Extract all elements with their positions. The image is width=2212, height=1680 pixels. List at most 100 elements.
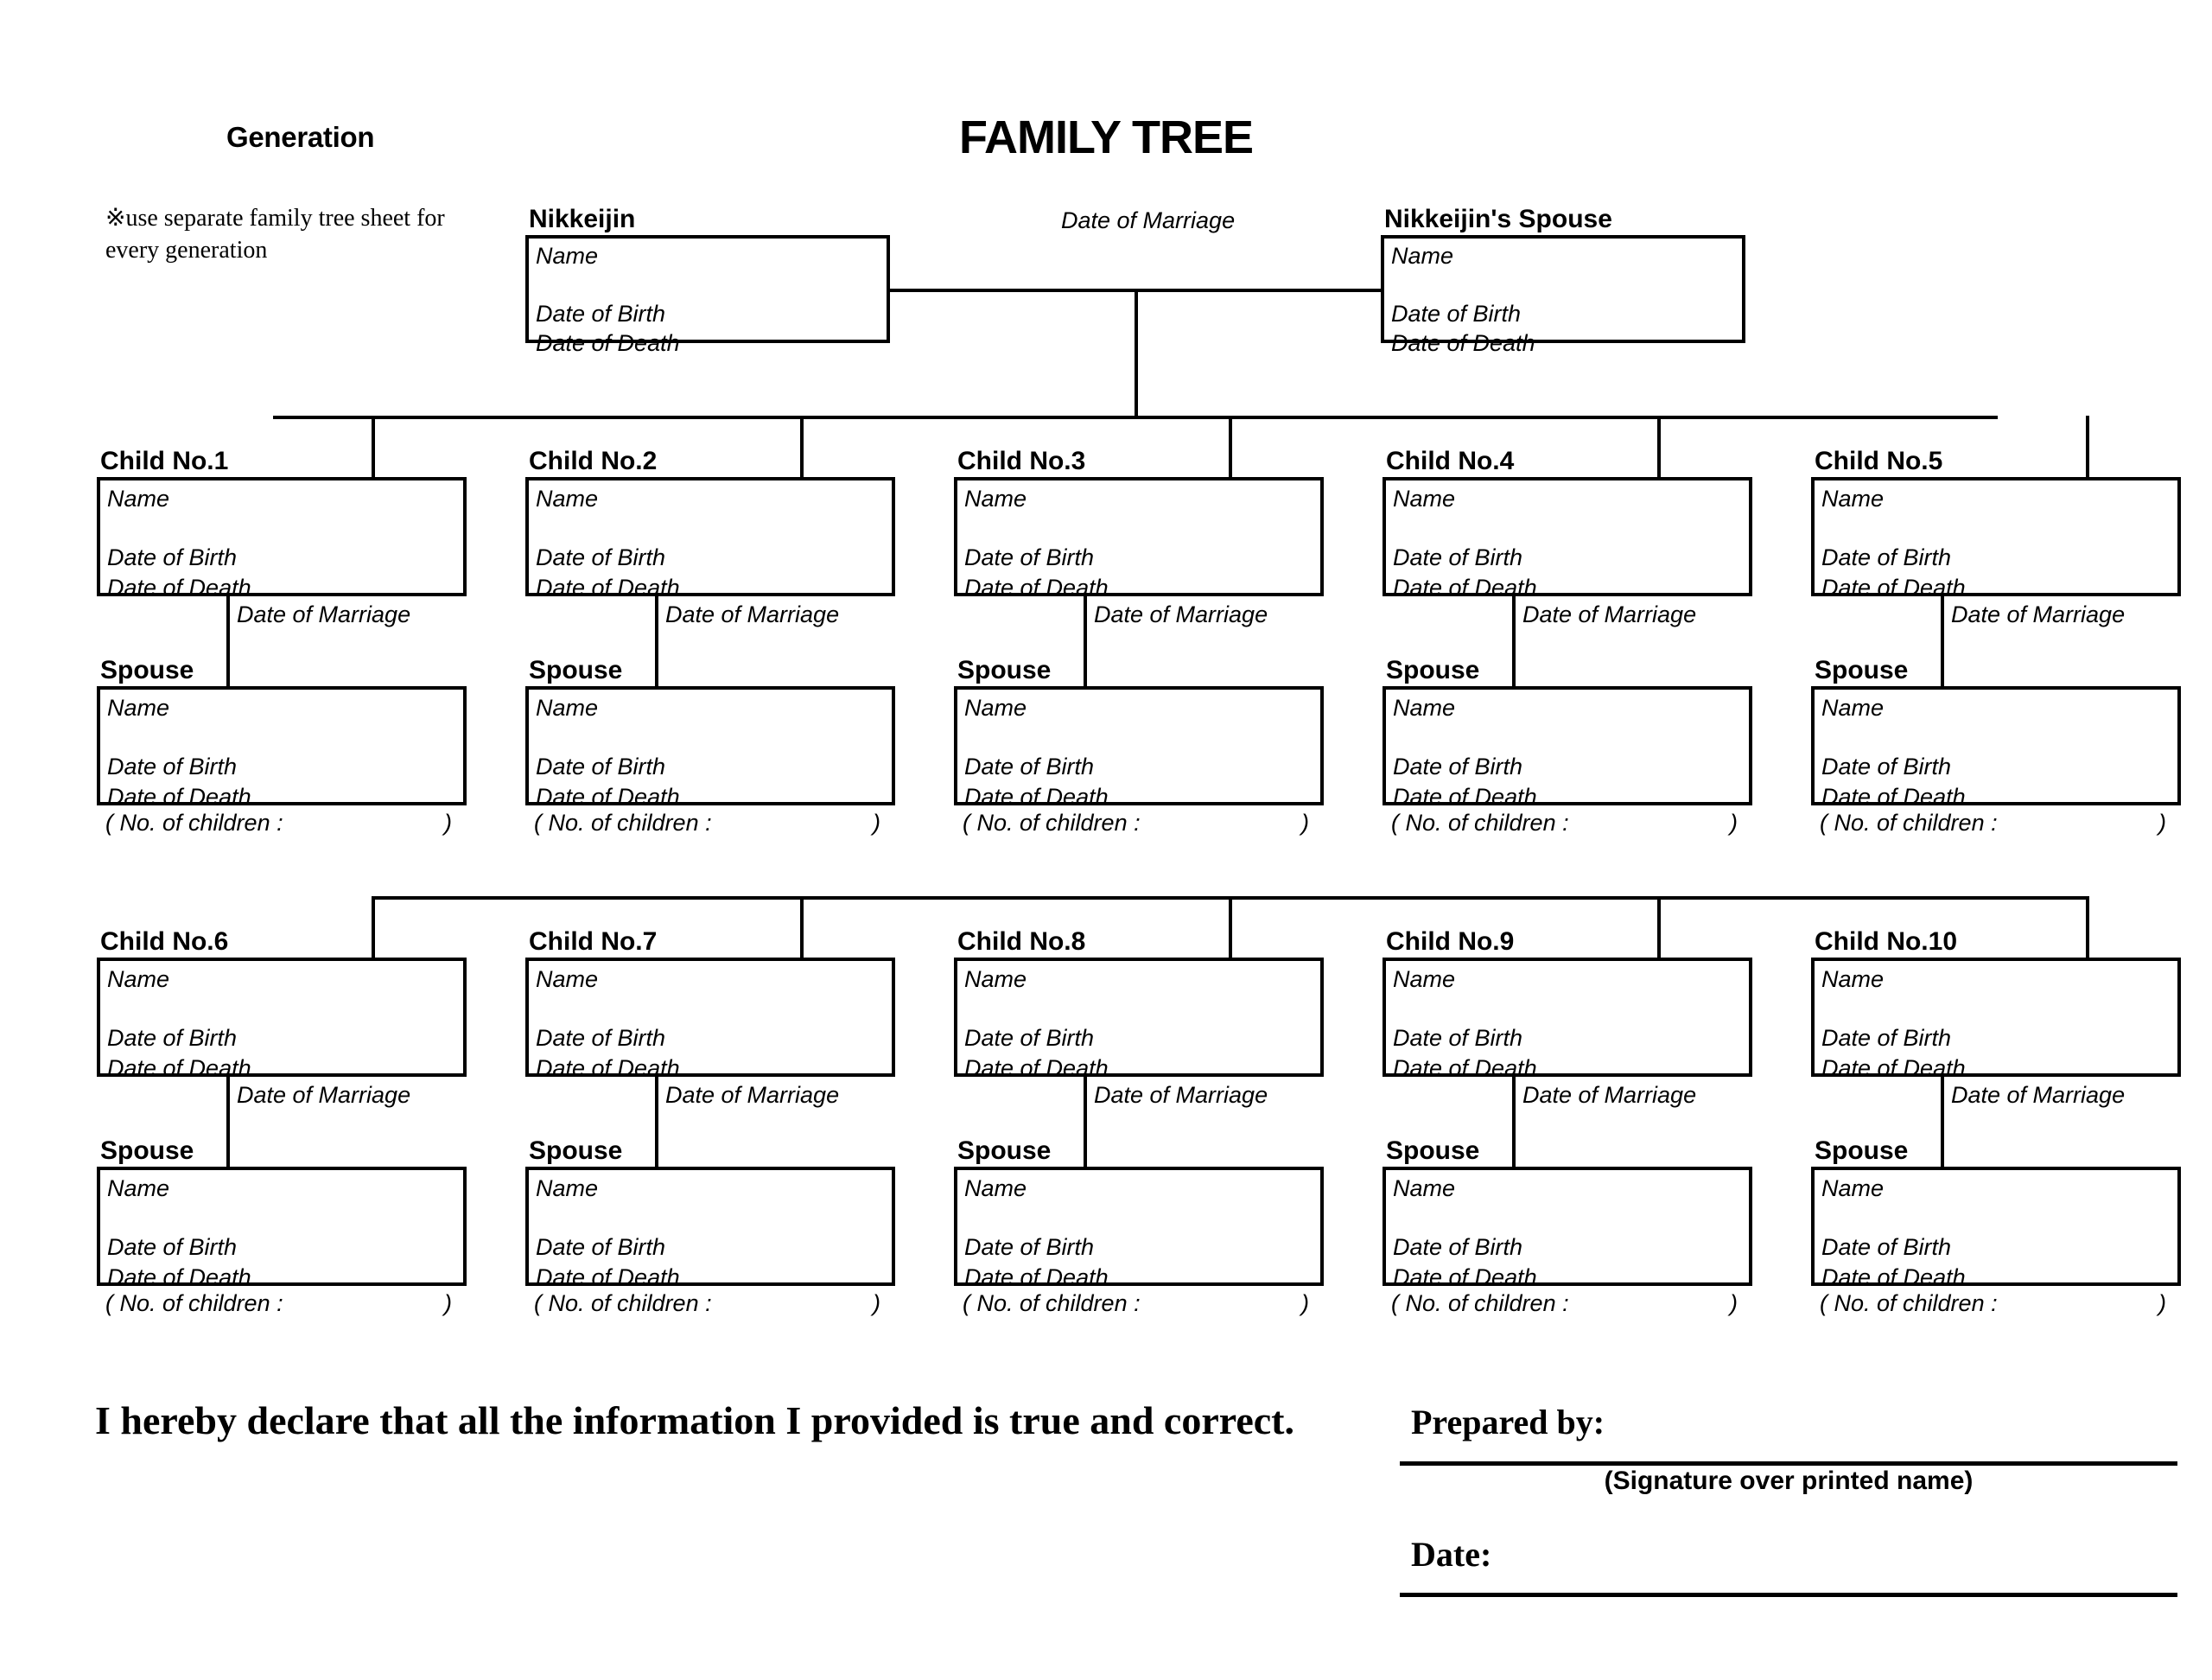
nikkeijin-spouse-dod-field[interactable]: Date of Death <box>1391 330 1535 356</box>
spouse-dod-field-2[interactable]: Date of Death <box>536 784 680 810</box>
spouse-name-field-4[interactable]: Name <box>1393 695 1456 721</box>
child-name-field-7[interactable]: Name <box>536 966 599 992</box>
child-name-field-10[interactable]: Name <box>1821 966 1885 992</box>
spouse-dod-field-7[interactable]: Date of Death <box>536 1264 680 1290</box>
nikkeijin-dob-field[interactable]: Date of Birth <box>536 301 666 327</box>
no-of-children-label-7: ( No. of children : <box>534 1290 712 1316</box>
no-of-children-close-paren-4: ) <box>1730 810 1738 836</box>
signature-line[interactable] <box>1400 1461 2177 1466</box>
child-name-field-6[interactable]: Name <box>107 966 170 992</box>
nikkeijin-spouse-name-field[interactable]: Name <box>1391 243 1454 269</box>
spouse-name-field-3[interactable]: Name <box>964 695 1027 721</box>
no-of-children-label-6: ( No. of children : <box>105 1290 283 1316</box>
spouse-dob-field-9[interactable]: Date of Birth <box>1393 1234 1523 1260</box>
child-name-field-9[interactable]: Name <box>1393 966 1456 992</box>
child-drop-line-1 <box>372 416 375 479</box>
child-dob-field-3[interactable]: Date of Birth <box>964 544 1095 570</box>
spouse-name-field-6[interactable]: Name <box>107 1175 170 1201</box>
spouse-name-field-10[interactable]: Name <box>1821 1175 1885 1201</box>
spouse-dod-field-3[interactable]: Date of Death <box>964 784 1109 810</box>
spouse-name-field-5[interactable]: Name <box>1821 695 1885 721</box>
spouse-name-field-7[interactable]: Name <box>536 1175 599 1201</box>
spouse-dod-field-9[interactable]: Date of Death <box>1393 1264 1537 1290</box>
nikkeijin-spouse-box[interactable]: Name Date of Birth Date of Death <box>1381 235 1745 356</box>
spouse-dob-field-2[interactable]: Date of Birth <box>536 754 666 780</box>
nikkeijin-spouse-dob-field[interactable]: Date of Birth <box>1391 301 1522 327</box>
child-dob-field-5[interactable]: Date of Birth <box>1821 544 1952 570</box>
no-of-children-close-paren-5: ) <box>2158 810 2166 836</box>
spouse-dob-field-8[interactable]: Date of Birth <box>964 1234 1095 1260</box>
child-dob-field-2[interactable]: Date of Birth <box>536 544 666 570</box>
child-dob-field-4[interactable]: Date of Birth <box>1393 544 1523 570</box>
child-date-of-marriage-label-9: Date of Marriage <box>1522 1082 1697 1108</box>
child-name-field-2[interactable]: Name <box>536 486 599 512</box>
child-name-field-5[interactable]: Name <box>1821 486 1885 512</box>
child-name-field-1[interactable]: Name <box>107 486 170 512</box>
nikkeijin-box[interactable]: Name Date of Birth Date of Death <box>525 235 890 356</box>
child-dob-field-10[interactable]: Date of Birth <box>1821 1025 1952 1051</box>
spouse-dob-field-10[interactable]: Date of Birth <box>1821 1234 1952 1260</box>
child-dob-field-6[interactable]: Date of Birth <box>107 1025 238 1051</box>
spouse-dod-field-8[interactable]: Date of Death <box>964 1264 1109 1290</box>
child-caption-10: Child No.10 <box>1815 927 1958 956</box>
child-drop-line-2 <box>800 416 804 479</box>
spouse-dob-field-7[interactable]: Date of Birth <box>536 1234 666 1260</box>
spouse-dob-field-3[interactable]: Date of Birth <box>964 754 1095 780</box>
spouse-dod-field-1[interactable]: Date of Death <box>107 784 251 810</box>
child-dob-field-7[interactable]: Date of Birth <box>536 1025 666 1051</box>
child-name-field-3[interactable]: Name <box>964 486 1027 512</box>
nikkeijin-name-field[interactable]: Name <box>536 243 599 269</box>
child-dob-field-9[interactable]: Date of Birth <box>1393 1025 1523 1051</box>
spouse-dob-field-5[interactable]: Date of Birth <box>1821 754 1952 780</box>
spouse-caption-3: Spouse <box>957 656 1052 684</box>
child-dob-field-1[interactable]: Date of Birth <box>107 544 238 570</box>
spouse-caption-8: Spouse <box>957 1136 1052 1165</box>
spouse-name-field-9[interactable]: Name <box>1393 1175 1456 1201</box>
child-date-of-marriage-label-5: Date of Marriage <box>1951 601 2126 627</box>
no-of-children-label-5: ( No. of children : <box>1820 810 1998 836</box>
date-line[interactable] <box>1400 1593 2177 1597</box>
child-dob-field-8[interactable]: Date of Birth <box>964 1025 1095 1051</box>
spouse-name-field-1[interactable]: Name <box>107 695 170 721</box>
spouse-dob-field-1[interactable]: Date of Birth <box>107 754 238 780</box>
spouse-dob-field-6[interactable]: Date of Birth <box>107 1234 238 1260</box>
spouse-dod-field-4[interactable]: Date of Death <box>1393 784 1537 810</box>
spouse-name-field-2[interactable]: Name <box>536 695 599 721</box>
child-caption-5: Child No.5 <box>1815 447 1943 475</box>
spouse-caption-1: Spouse <box>100 656 194 684</box>
child-caption-4: Child No.4 <box>1386 447 1515 475</box>
spouse-name-field-8[interactable]: Name <box>964 1175 1027 1201</box>
nikkeijin-spouse-caption: Nikkeijin's Spouse <box>1384 205 1612 233</box>
nikkeijin-dod-field[interactable]: Date of Death <box>536 330 680 356</box>
spouse-caption-6: Spouse <box>100 1136 194 1165</box>
no-of-children-close-paren-9: ) <box>1730 1290 1738 1316</box>
no-of-children-close-paren-2: ) <box>873 810 880 836</box>
spouse-dod-field-5[interactable]: Date of Death <box>1821 784 1966 810</box>
date-label: Date: <box>1411 1535 1492 1574</box>
spouse-dod-field-6[interactable]: Date of Death <box>107 1264 251 1290</box>
spouse-dod-field-10[interactable]: Date of Death <box>1821 1264 1966 1290</box>
child-name-field-8[interactable]: Name <box>964 966 1027 992</box>
child-name-field-4[interactable]: Name <box>1393 486 1456 512</box>
spouse-dob-field-4[interactable]: Date of Birth <box>1393 754 1523 780</box>
